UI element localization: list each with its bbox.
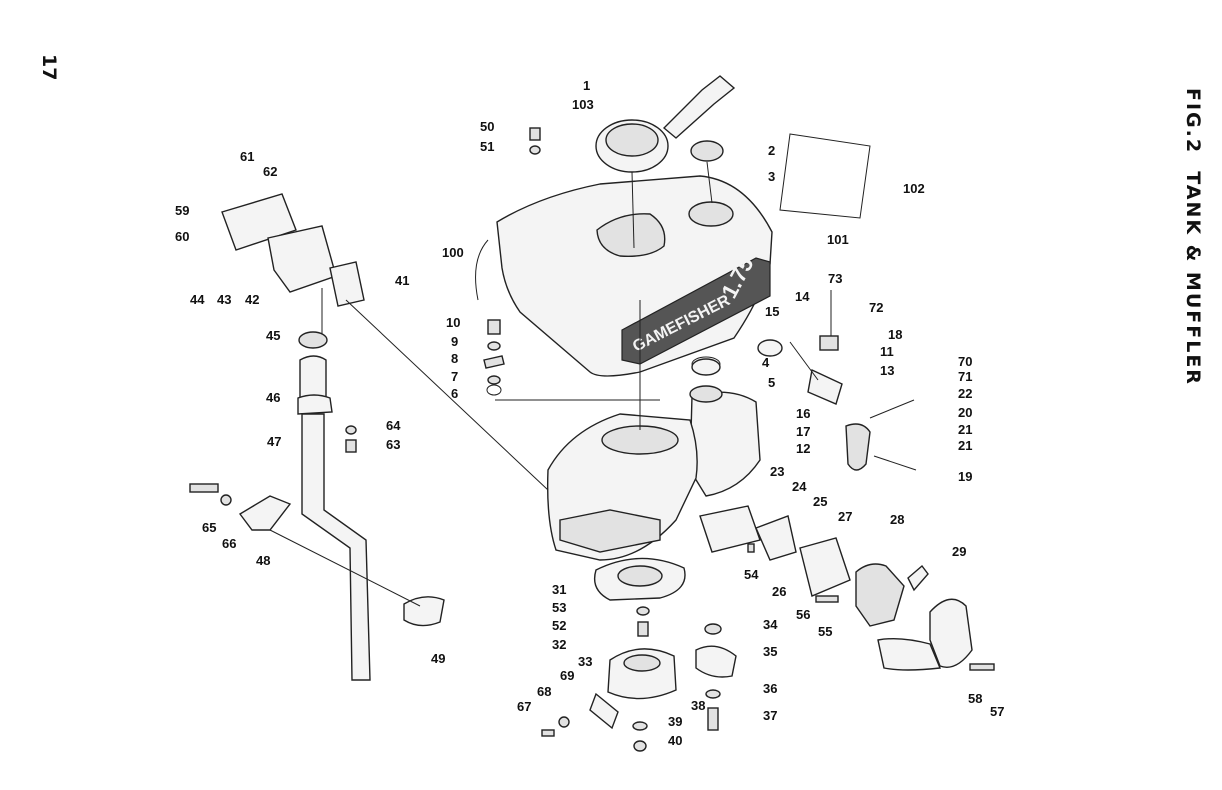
part-number-103: 103 — [572, 97, 594, 112]
part-number-61: 61 — [240, 149, 254, 164]
part-number-43: 43 — [217, 292, 231, 307]
part-number-1: 1 — [583, 78, 590, 93]
part-number-39: 39 — [668, 714, 682, 729]
part-number-67: 67 — [517, 699, 531, 714]
part-number-42: 42 — [245, 292, 259, 307]
part-number-50: 50 — [480, 119, 494, 134]
part-number-54: 54 — [744, 567, 759, 582]
part-number-55: 55 — [818, 624, 832, 639]
part-number-102: 102 — [903, 181, 925, 196]
part-number-9: 9 — [451, 334, 458, 349]
part-number-72: 72 — [869, 300, 883, 315]
part-number-14: 14 — [795, 289, 810, 304]
part-number-11: 11 — [880, 344, 894, 359]
part-number-40: 40 — [668, 733, 682, 748]
part-number-57: 57 — [990, 704, 1004, 719]
part-number-65: 65 — [202, 520, 216, 535]
part-number-22: 22 — [958, 386, 972, 401]
reed-valve-shape — [699, 505, 797, 561]
part-number-20: 20 — [958, 405, 972, 420]
part-number-21b: 21 — [958, 438, 972, 453]
part-number-46: 46 — [266, 390, 280, 405]
part-number-45: 45 — [266, 328, 280, 343]
pipe-clamp-shape — [189, 483, 445, 627]
part-number-59: 59 — [175, 203, 189, 218]
part-number-12: 12 — [796, 441, 810, 456]
part-number-8: 8 — [451, 351, 458, 366]
part-number-18: 18 — [888, 327, 902, 342]
part-number-64: 64 — [386, 418, 401, 433]
part-number-71: 71 — [958, 369, 972, 384]
part-number-69: 69 — [560, 668, 574, 683]
part-number-47: 47 — [267, 434, 281, 449]
part-number-3: 3 — [768, 169, 775, 184]
part-number-49: 49 — [431, 651, 445, 666]
part-number-33: 33 — [578, 654, 592, 669]
part-number-52: 52 — [552, 618, 566, 633]
part-number-13: 13 — [880, 363, 894, 378]
part-number-41: 41 — [395, 273, 409, 288]
part-number-21: 21 — [958, 422, 972, 437]
part-number-17: 17 — [796, 424, 810, 439]
part-number-10: 10 — [446, 315, 460, 330]
muffler-shape — [221, 193, 549, 681]
part-number-16: 16 — [796, 406, 810, 421]
part-number-100: 100 — [442, 245, 464, 260]
part-number-68: 68 — [537, 684, 551, 699]
part-number-29: 29 — [952, 544, 966, 559]
part-number-27: 27 — [838, 509, 852, 524]
figure-title: FIG.2 TANK & MUFFLER — [1182, 88, 1204, 386]
part-number-2: 2 — [768, 143, 775, 158]
carburetor-shape — [799, 537, 929, 627]
fuel-tank-shape — [689, 356, 761, 497]
part-number-70: 70 — [958, 354, 972, 369]
part-number-101: 101 — [827, 232, 849, 247]
part-number-35: 35 — [763, 644, 777, 659]
part-number-44: 44 — [190, 292, 205, 307]
part-number-51: 51 — [480, 139, 494, 154]
part-number-60: 60 — [175, 229, 189, 244]
part-number-48: 48 — [256, 553, 270, 568]
part-number-6: 6 — [451, 386, 458, 401]
part-number-34: 34 — [763, 617, 778, 632]
engine-block-shape — [495, 300, 698, 561]
clamp-shape — [695, 623, 737, 731]
fuel-cap-shape — [690, 140, 724, 204]
part-number-31: 31 — [552, 582, 566, 597]
page-number: 17 — [38, 54, 60, 81]
hardware-shape — [483, 127, 995, 737]
part-number-15: 15 — [765, 304, 779, 319]
part-number-37: 37 — [763, 708, 777, 723]
part-number-5: 5 — [768, 375, 775, 390]
part-number-62: 62 — [263, 164, 277, 179]
part-number-53: 53 — [552, 600, 566, 615]
part-number-56: 56 — [796, 607, 810, 622]
fuel-cock-shape — [757, 290, 917, 471]
part-number-26: 26 — [772, 584, 786, 599]
part-number-36: 36 — [763, 681, 777, 696]
part-number-73: 73 — [828, 271, 842, 286]
engine-cover-shape: GAMEFISHER 1.75 — [475, 133, 871, 377]
part-number-4: 4 — [762, 355, 770, 370]
part-number-66: 66 — [222, 536, 236, 551]
air-silencer-shape — [877, 598, 973, 671]
part-number-28: 28 — [890, 512, 904, 527]
part-number-24: 24 — [792, 479, 807, 494]
recoil-starter-shape — [595, 75, 736, 249]
part-number-58: 58 — [968, 691, 982, 706]
part-number-7: 7 — [451, 369, 458, 384]
part-number-25: 25 — [813, 494, 827, 509]
part-number-63: 63 — [386, 437, 400, 452]
part-number-19: 19 — [958, 469, 972, 484]
part-number-38: 38 — [691, 698, 705, 713]
part-number-32: 32 — [552, 637, 566, 652]
part-number-23: 23 — [770, 464, 784, 479]
bottom-plate-shape — [589, 557, 686, 752]
